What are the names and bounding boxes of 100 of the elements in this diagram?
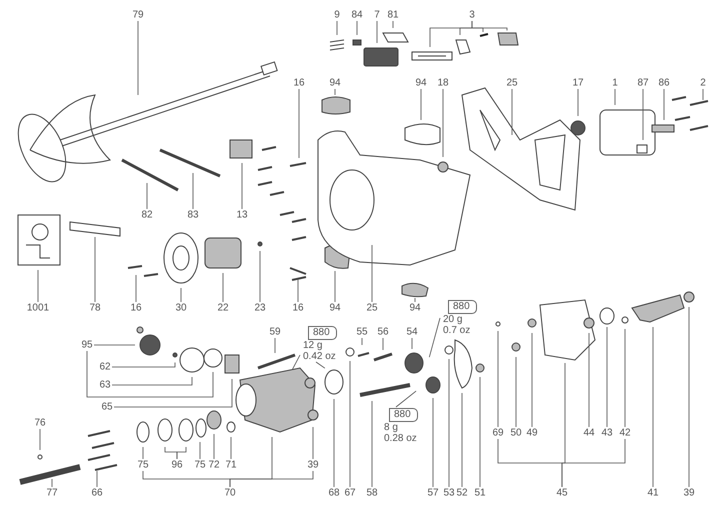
leader-line (86, 350, 214, 398)
callout-number: 75 (194, 460, 206, 470)
callout-number: 53 (443, 488, 455, 498)
callout-number: 16 (292, 302, 304, 314)
grease-label: 880 (308, 326, 337, 340)
leader-line (420, 88, 422, 120)
callout-number: 17 (572, 78, 584, 88)
leader-line (428, 318, 440, 358)
callout-number: 78 (89, 302, 101, 314)
callout-number: 67 (344, 488, 356, 498)
leader-line (180, 288, 182, 302)
leader-line (230, 436, 232, 460)
callout-number: 59 (269, 326, 281, 338)
leader-line (94, 236, 96, 302)
callout-number: 54 (406, 326, 418, 338)
callout-number: 96 (171, 460, 183, 470)
callout-number: 50 (510, 428, 522, 438)
callout-number: 39 (683, 488, 695, 498)
leader-line (192, 172, 194, 210)
leader-line (606, 326, 608, 428)
callout-number: 1 (612, 78, 618, 88)
callout-number: 63 (99, 380, 111, 390)
leader-line (334, 88, 336, 96)
callout-number: 94 (415, 78, 427, 88)
callout-number: 70 (224, 488, 236, 498)
leader-line (702, 88, 704, 100)
callout-number: 23 (254, 302, 266, 314)
callout-number: 83 (187, 210, 199, 220)
callout-number: 43 (601, 428, 613, 438)
callout-number: 55 (356, 326, 368, 338)
callout-number: 51 (474, 488, 486, 498)
callout-number: 84 (351, 10, 363, 20)
callout-number: 1001 (26, 302, 50, 314)
callout-number: 57 (427, 488, 439, 498)
grease-amount: 12 g (302, 340, 324, 351)
callout-number: 86 (658, 78, 670, 88)
leader-line (392, 20, 394, 28)
callout-number: 13 (236, 210, 248, 220)
callout-number: 94 (329, 302, 341, 314)
leader-line (334, 270, 336, 302)
callout-number: 25 (366, 302, 378, 314)
callout-number: 41 (647, 488, 659, 498)
callout-number: 65 (101, 402, 113, 412)
leader-line (432, 398, 434, 488)
callout-number: 30 (175, 302, 187, 314)
leader-line (376, 20, 378, 44)
leader-line (652, 326, 654, 488)
leader-line (588, 332, 590, 428)
callout-number: 16 (130, 302, 142, 314)
callout-number: 87 (637, 78, 649, 88)
leader-line (312, 426, 314, 460)
callout-number: 18 (437, 78, 449, 88)
leader-line (624, 328, 626, 428)
callout-number: 62 (99, 362, 111, 372)
callout-number: 71 (225, 460, 237, 470)
callout-number: 94 (409, 302, 421, 314)
callout-number: 68 (328, 488, 340, 498)
grease-label: 880 (389, 408, 418, 422)
grease-amount: 0.42 oz (302, 351, 337, 362)
leader-line (112, 376, 192, 386)
grease-amount: 8 g (383, 422, 399, 433)
grease-label: 880 (448, 300, 477, 314)
callout-number: 72 (208, 460, 220, 470)
callout-number: 58 (366, 488, 378, 498)
grease-amount: 20 g (442, 314, 464, 325)
callout-number: 49 (526, 428, 538, 438)
callout-number: 76 (34, 418, 46, 428)
leader-line (112, 362, 176, 368)
callout-number: 69 (492, 428, 504, 438)
callout-number: 82 (141, 210, 153, 220)
leader-line (688, 306, 690, 488)
callout-number: 52 (456, 488, 468, 498)
leader-line (298, 88, 300, 158)
leader-line (274, 338, 276, 354)
callout-number: 45 (556, 488, 568, 498)
leader-line (562, 438, 626, 488)
leader-line (642, 88, 644, 140)
leader-line (336, 20, 338, 36)
leader-line (316, 362, 326, 369)
callout-number: 7 (374, 10, 380, 20)
callout-number: 95 (81, 340, 93, 350)
leader-line (230, 470, 314, 488)
callout-number: 79 (132, 10, 144, 20)
leader-line (96, 470, 98, 488)
callout-number: 22 (217, 302, 229, 314)
callout-number: 94 (329, 78, 341, 88)
leader-line (382, 338, 384, 350)
leader-line (396, 390, 416, 408)
leader-line (356, 20, 358, 36)
leader-line (146, 182, 148, 210)
callout-number: 2 (700, 78, 706, 88)
leader-line (292, 354, 300, 370)
leader-line (114, 378, 232, 408)
callout-number: 44 (583, 428, 595, 438)
leader-line (414, 298, 416, 302)
callout-number: 77 (46, 488, 58, 498)
leader-line (614, 88, 616, 106)
leader-line (222, 272, 224, 302)
callout-number: 75 (137, 460, 149, 470)
leader-line (176, 446, 186, 460)
